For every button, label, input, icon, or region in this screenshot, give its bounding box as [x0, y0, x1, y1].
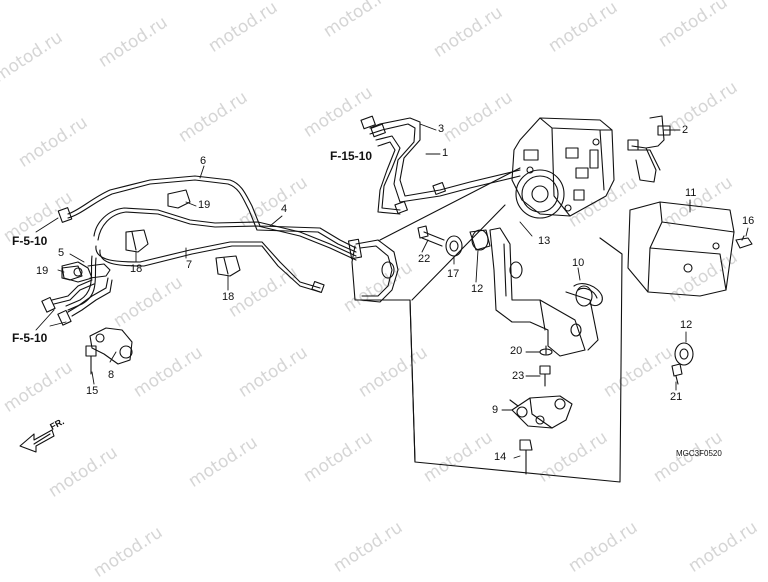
callout-9: 9 [492, 404, 499, 416]
callout-12-left: 12 [471, 283, 484, 295]
callout-13: 13 [538, 235, 551, 247]
callout-3: 3 [438, 123, 445, 135]
callout-15: 15 [86, 385, 99, 397]
callout-21: 21 [670, 391, 683, 403]
pipe-clamp-19-lower [61, 265, 83, 281]
callout-20: 20 [510, 345, 523, 357]
bolt-22 [417, 225, 445, 247]
bolt-15 [85, 345, 97, 375]
front-arrow-icon [19, 429, 55, 453]
brake-pipe-2 [627, 115, 671, 183]
callout-8: 8 [108, 369, 115, 381]
callout-11: 11 [685, 187, 697, 199]
callout-10: 10 [572, 257, 585, 269]
callout-19-upper: 19 [198, 199, 211, 211]
rubber-mount-12-left [469, 229, 491, 251]
pipe-joint-right [347, 238, 399, 303]
rubber-mount-12-right [674, 342, 694, 366]
callout-5: 5 [58, 247, 65, 259]
bolt-23 [539, 365, 551, 387]
collar-17 [445, 235, 463, 257]
brake-pipe-4 [65, 207, 357, 311]
callout-18-upper: 18 [130, 263, 143, 275]
abs-modulator-13 [511, 117, 615, 219]
callout-6: 6 [200, 155, 207, 167]
callout-16: 16 [742, 215, 755, 227]
pipe-clamp-18-upper [125, 229, 149, 253]
reference-f-5-10-lower: F-5-10 [12, 331, 48, 345]
callout-18-lower: 18 [222, 291, 235, 303]
reference-f-15-10: F-15-10 [330, 149, 373, 163]
pipe-clamp-18-lower [215, 255, 241, 277]
brake-pipe-6 [57, 175, 357, 253]
callout-7: 7 [186, 259, 193, 271]
callout-17: 17 [447, 268, 460, 280]
pipe-clamp-19-upper [167, 189, 191, 209]
bracket-10 [489, 227, 603, 357]
bolt-16 [735, 235, 753, 249]
reference-f-5-10-upper: F-5-10 [12, 234, 48, 248]
callout-22: 22 [418, 253, 431, 265]
cover-11 [627, 201, 735, 297]
callout-1: 1 [442, 147, 449, 159]
callout-14: 14 [494, 451, 507, 463]
pipe-joint-5 [41, 261, 113, 326]
assembly-frame-lines [351, 167, 623, 483]
diagram-code: MGC3F0520 [676, 449, 722, 458]
callout-19-lower: 19 [36, 265, 49, 277]
callout-23: 23 [512, 370, 525, 382]
leader-lines [35, 123, 749, 459]
brake-pipe-1-3 [360, 115, 521, 215]
callout-4: 4 [281, 203, 288, 215]
three-way-joint-9 [509, 395, 573, 429]
callout-12-right: 12 [680, 319, 693, 331]
bolt-14 [519, 439, 533, 475]
callout-2: 2 [682, 124, 689, 136]
bolt-21 [671, 363, 683, 385]
